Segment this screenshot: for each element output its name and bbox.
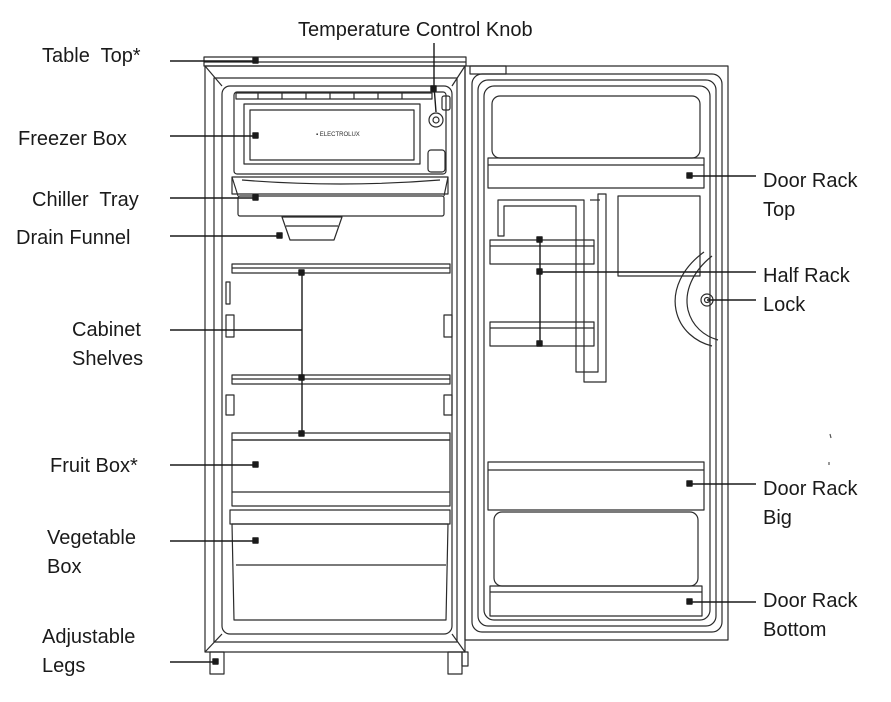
freezer-brand-mark: ▪ ELECTROLUX: [316, 132, 360, 138]
label-door-rack-top: Door Rack Top: [763, 170, 858, 221]
chiller-tray: [231, 176, 449, 217]
label-fruit-box: Fruit Box*: [50, 455, 138, 477]
half-rack-lock: [674, 251, 719, 347]
half-rack: [489, 195, 701, 347]
drain-funnel: [281, 216, 343, 241]
vegetable-box: [229, 509, 451, 621]
door-rack-top: [487, 95, 705, 189]
door-rack-bottom: [489, 585, 703, 617]
freezer-box: [233, 91, 447, 175]
label-half-rack-lock: Half Rack Lock: [763, 265, 850, 316]
label-drain-funnel: Drain Funnel: [16, 227, 131, 249]
cabinet-shelves: [225, 263, 453, 441]
label-cabinet-shelves: Cabinet Shelves: [72, 319, 144, 370]
label-freezer-box: Freezer Box: [18, 128, 127, 150]
door-rack-big: [487, 461, 705, 587]
adjustable-legs: [209, 651, 469, 675]
label-temperature-control-knob: Temperature Control Knob: [298, 19, 533, 41]
scan-specks: [828, 433, 832, 465]
label-chiller-tray: Chiller Tray: [32, 189, 139, 211]
label-table-top: Table Top*: [42, 45, 141, 67]
label-door-rack-big: Door Rack Big: [763, 478, 858, 529]
label-adjustable-legs: Adjustable Legs: [42, 626, 136, 677]
door-body: [464, 65, 729, 641]
label-door-rack-bottom: Door Rack Bottom: [763, 590, 858, 641]
half-rack-frame: [497, 193, 607, 383]
label-vegetable-box: Vegetable Box: [47, 527, 136, 578]
temperature-control-knob: [428, 95, 451, 128]
leader-lines: [170, 43, 756, 665]
fruit-box: [231, 439, 451, 507]
